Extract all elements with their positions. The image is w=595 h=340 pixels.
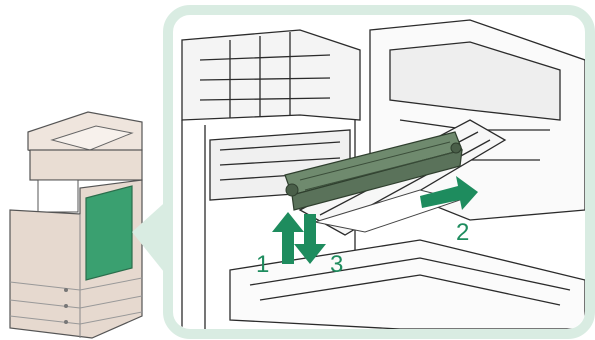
detail-panel: 1 2 3 bbox=[168, 10, 590, 334]
printer-overview bbox=[10, 112, 142, 338]
step-label-2: 2 bbox=[456, 219, 469, 246]
step-label-3: 3 bbox=[330, 251, 343, 278]
step-label-1: 1 bbox=[256, 251, 269, 278]
highlighted-door bbox=[86, 186, 132, 280]
